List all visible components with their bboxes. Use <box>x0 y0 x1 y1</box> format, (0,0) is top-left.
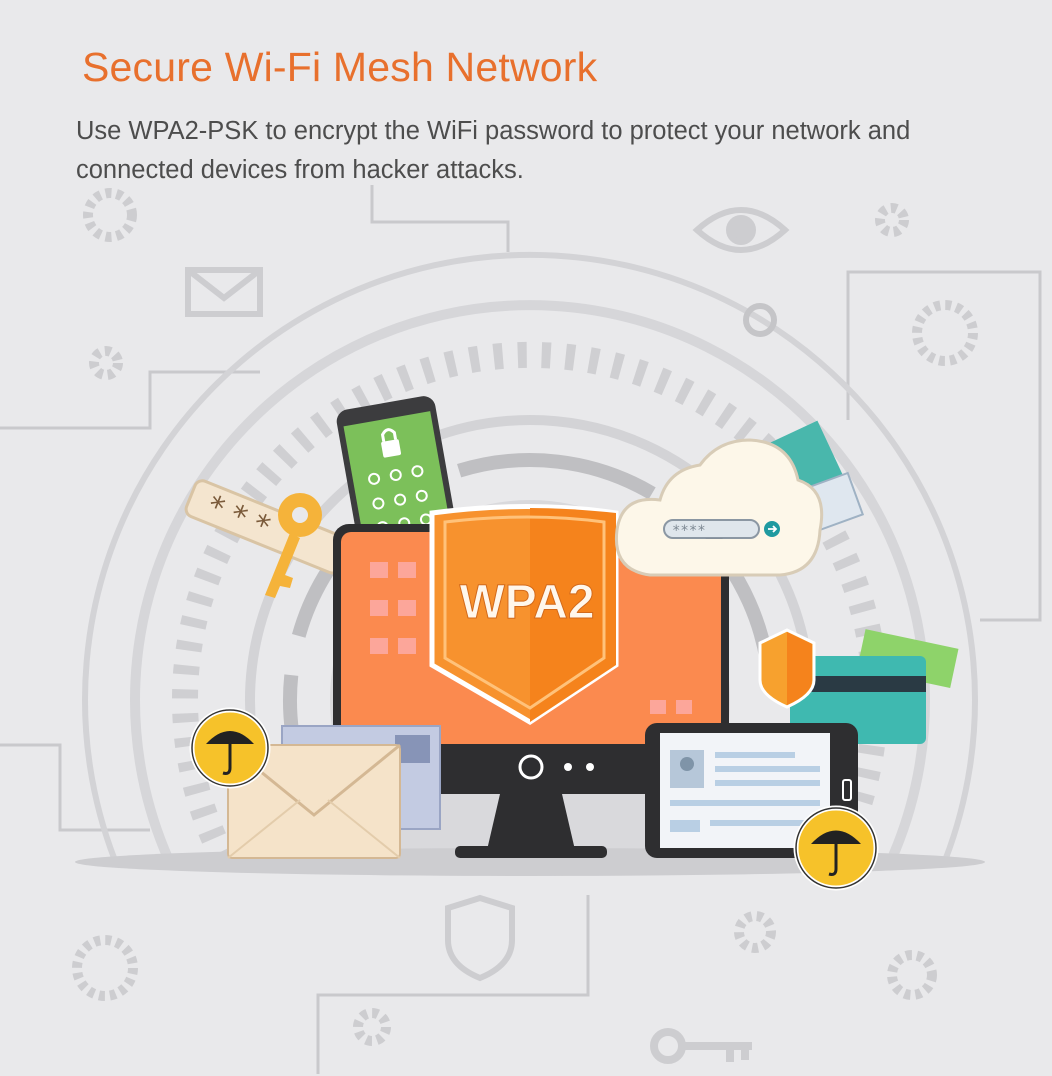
key-icon <box>650 1028 752 1064</box>
umbrella-badge-icon <box>189 707 271 789</box>
lock-icon <box>381 439 401 458</box>
envelope <box>227 725 441 859</box>
wpa2-shield: WPA2 <box>429 504 619 725</box>
mail-icon <box>185 267 263 317</box>
page-subtitle: Use WPA2-PSK to encrypt the WiFi passwor… <box>76 117 911 184</box>
gear-icon <box>89 346 123 380</box>
gear-icon <box>887 950 937 1000</box>
eye-icon <box>692 207 790 253</box>
wpa2-label: WPA2 <box>459 576 594 629</box>
password-strip: * * * <box>184 479 351 575</box>
cloud: ****__ <box>614 438 824 577</box>
umbrella-badge-icon <box>793 805 879 891</box>
phone <box>336 396 456 548</box>
gear-icon <box>875 203 909 237</box>
gear-icon <box>734 911 776 953</box>
card <box>790 629 959 744</box>
gear-icon <box>912 300 978 366</box>
gear-icon <box>353 1008 391 1046</box>
password-text: ****__ <box>672 523 723 539</box>
page-title: Secure Wi-Fi Mesh Network <box>82 44 598 90</box>
ring-node <box>743 303 777 337</box>
password-field <box>663 519 760 539</box>
key-icon <box>265 493 322 598</box>
gear-icon <box>72 935 138 1001</box>
gear-icon <box>83 188 137 242</box>
shield-outline-icon <box>445 894 515 982</box>
small-shield-icon <box>758 628 816 709</box>
